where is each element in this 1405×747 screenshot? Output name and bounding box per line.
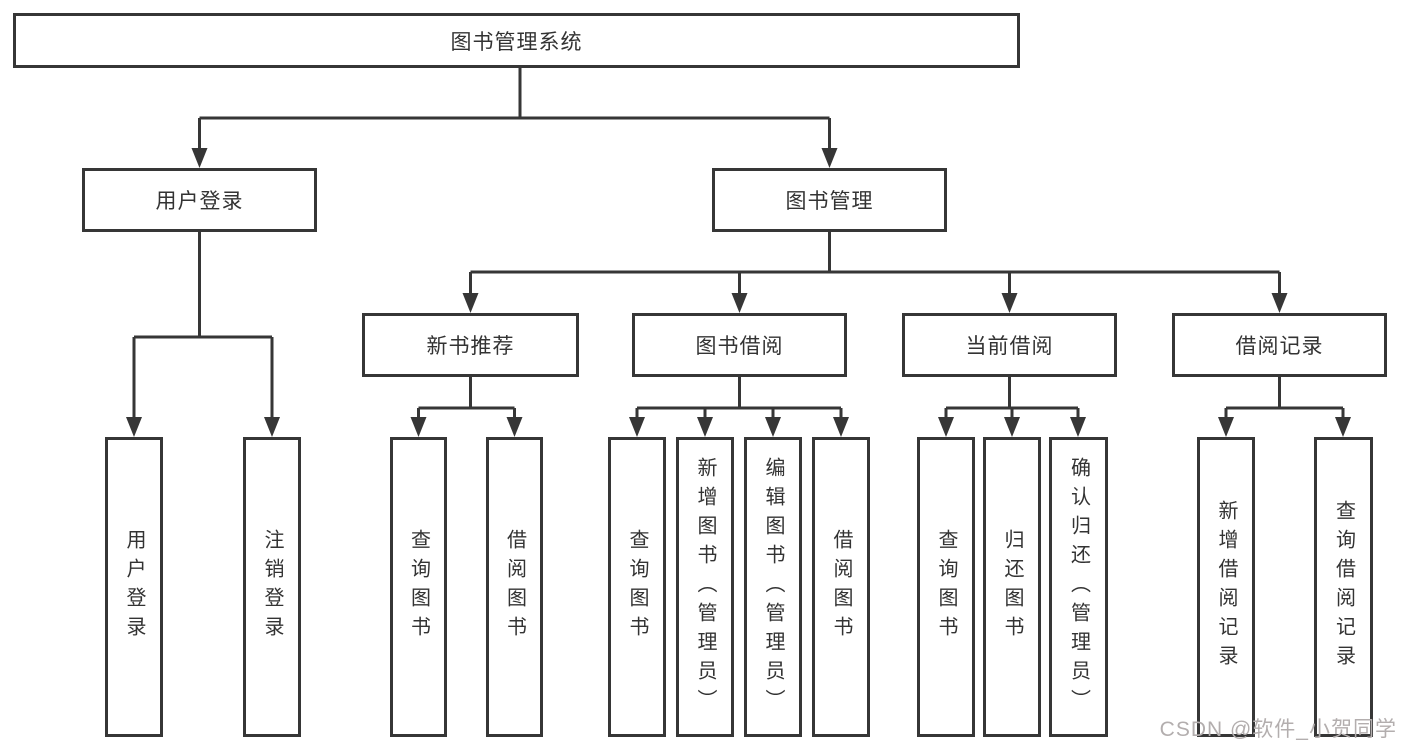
leaf-add-borrow-record: 新增借阅记录 bbox=[1197, 437, 1255, 737]
node-library-management-system: 图书管理系统 bbox=[13, 13, 1020, 68]
leaf-edit-books-admin: 编辑图书（管理员） bbox=[744, 437, 802, 737]
node-label: 新书推荐 bbox=[426, 335, 515, 358]
leaf-label: 确认归还（管理员） bbox=[1067, 456, 1090, 718]
leaf-label: 查询图书 bbox=[626, 529, 648, 645]
leaf-label: 新增图书（管理员） bbox=[694, 456, 716, 718]
leaf-label: 归还图书 bbox=[1001, 529, 1023, 645]
csdn-watermark: CSDN @软件_小贺同学 bbox=[1159, 718, 1397, 741]
leaf-borrow-books: 借阅图书 bbox=[812, 437, 870, 737]
node-current-borrow: 当前借阅 bbox=[902, 313, 1117, 377]
leaf-label: 查询借阅记录 bbox=[1332, 500, 1355, 674]
leaf-add-books-admin: 新增图书（管理员） bbox=[676, 437, 734, 737]
node-label: 图书管理 bbox=[785, 190, 874, 213]
arrowheads bbox=[126, 148, 1351, 437]
node-label: 图书管理系统 bbox=[450, 30, 583, 54]
leaf-label: 编辑图书（管理员） bbox=[762, 456, 784, 718]
leaf-return-books: 归还图书 bbox=[983, 437, 1041, 737]
leaf-label: 借阅图书 bbox=[830, 529, 852, 645]
node-label: 当前借阅 bbox=[965, 335, 1054, 358]
leaf-label: 用户登录 bbox=[123, 529, 145, 645]
leaf-user-login: 用户登录 bbox=[105, 437, 163, 737]
leaf-label: 新增借阅记录 bbox=[1215, 500, 1237, 674]
node-label: 用户登录 bbox=[155, 190, 244, 213]
node-new-book-recommend: 新书推荐 bbox=[362, 313, 579, 377]
node-book-borrow: 图书借阅 bbox=[632, 313, 847, 377]
leaf-label: 借阅图书 bbox=[503, 529, 526, 645]
leaf-label: 查询图书 bbox=[935, 529, 957, 645]
leaf-logout: 注销登录 bbox=[243, 437, 301, 737]
leaf-query-books-borrow: 查询图书 bbox=[608, 437, 666, 737]
leaf-confirm-return-admin: 确认归还（管理员） bbox=[1049, 437, 1108, 737]
leaf-query-books-current: 查询图书 bbox=[917, 437, 975, 737]
node-borrow-records: 借阅记录 bbox=[1172, 313, 1387, 377]
leaf-borrow-books-recommend: 借阅图书 bbox=[486, 437, 543, 737]
leaf-query-borrow-record: 查询借阅记录 bbox=[1314, 437, 1373, 737]
node-label: 图书借阅 bbox=[695, 335, 784, 358]
node-book-management: 图书管理 bbox=[712, 168, 947, 232]
node-label: 借阅记录 bbox=[1235, 335, 1324, 358]
leaf-label: 查询图书 bbox=[407, 529, 430, 645]
leaf-label: 注销登录 bbox=[261, 529, 283, 645]
leaf-query-books-recommend: 查询图书 bbox=[390, 437, 447, 737]
node-user-login: 用户登录 bbox=[82, 168, 317, 232]
